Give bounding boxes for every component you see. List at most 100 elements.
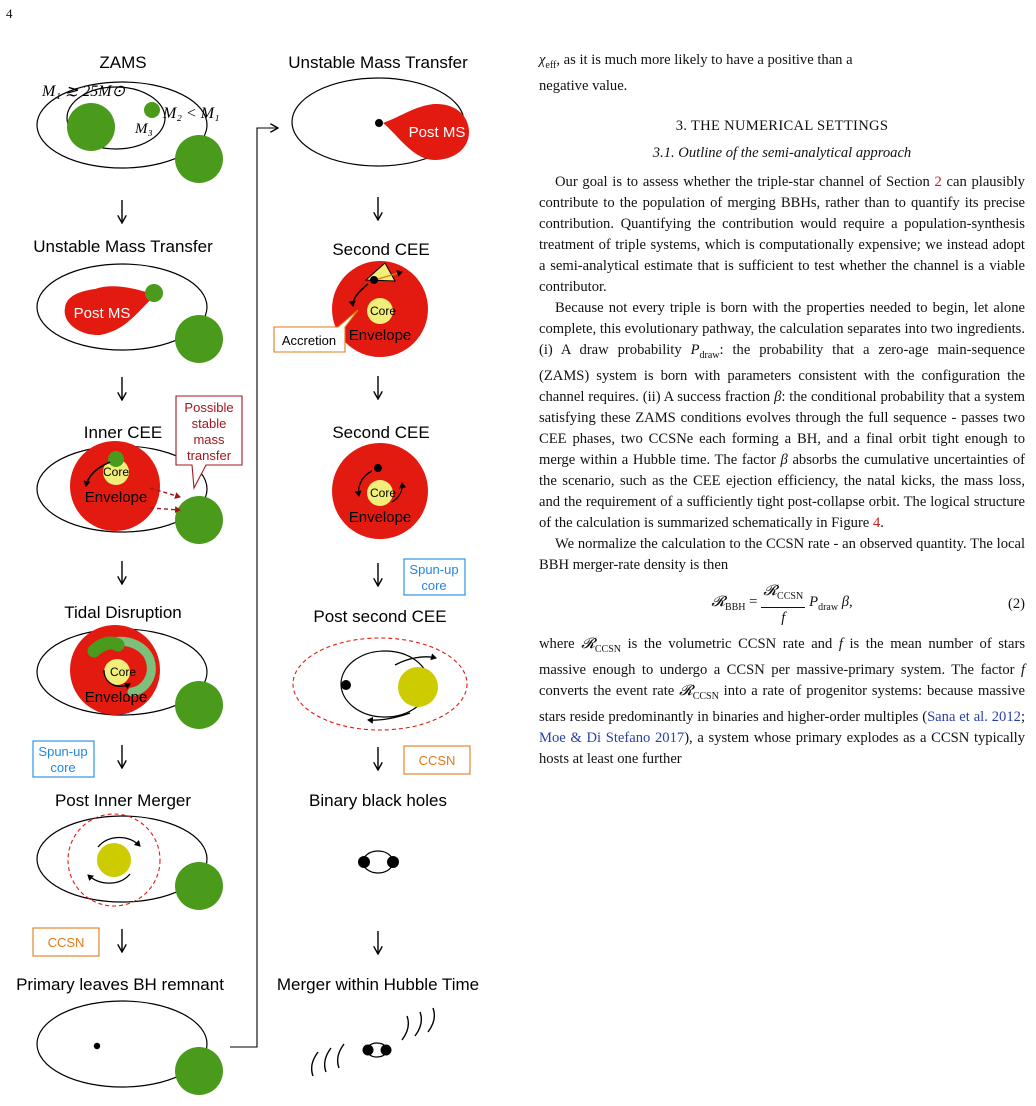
accretion-callout	[273, 309, 359, 353]
evolution-flowchart-figure: ZAMS M₁ ≳ 25M⊙ M₂ < M₁ M₃ Unstable Mass …	[16, 53, 479, 1095]
text-column: χeff, as it is much more likely to have …	[539, 50, 1025, 770]
paragraph-2: Because not every triple is born with th…	[539, 299, 1026, 531]
label-envelope: Envelope	[349, 509, 412, 526]
callout-line: stable	[192, 416, 227, 431]
intro-line: χeff, as it is much more likely to have …	[539, 52, 853, 71]
label-envelope: Envelope	[349, 327, 412, 344]
orbit-arrow	[394, 653, 437, 666]
stage-title-merger-hubble: Merger within Hubble Time	[277, 975, 479, 994]
badge-text: CCSN	[419, 753, 456, 768]
subsection-title: 3.1. Outline of the semi-analytical appr…	[652, 144, 912, 161]
bh-remnant	[341, 680, 351, 690]
tertiary-star	[175, 681, 223, 729]
stage-title-tidal-disruption: Tidal Disruption	[64, 603, 181, 622]
badge-line: core	[421, 578, 446, 593]
black-hole	[387, 856, 399, 868]
black-hole	[380, 1044, 392, 1056]
label-envelope: Envelope	[85, 489, 148, 506]
callout-line: transfer	[187, 448, 232, 463]
stable-transfer-stream	[149, 506, 181, 514]
bh-remnant	[93, 1042, 101, 1050]
primary-star	[67, 103, 115, 151]
spun-up-core-star	[398, 667, 438, 707]
orbit	[36, 815, 208, 903]
stage-title-primary-leaves-bh: Primary leaves BH remnant	[16, 975, 224, 994]
core	[367, 480, 393, 506]
tertiary-star	[175, 135, 223, 183]
stage-title-second-cee: Second CEE	[332, 240, 429, 259]
post-ms-star	[64, 286, 156, 336]
common-envelope	[70, 441, 160, 531]
tertiary-star	[175, 1047, 223, 1095]
label-core: Core	[370, 486, 396, 500]
paragraph-1: Our goal is to assess whether the triple…	[539, 173, 1025, 295]
spun-up-core-badge	[32, 740, 95, 778]
badge-line: Spun-up	[409, 562, 458, 577]
callout-line: Possible	[184, 400, 233, 415]
spun-up-core-badge	[403, 558, 466, 596]
spin-arrow	[87, 873, 131, 884]
badge-line: core	[50, 760, 75, 775]
label-m3: M₃	[134, 121, 153, 137]
label-m1: M₁ ≳ 25M⊙	[41, 83, 126, 100]
accretion-flow	[377, 270, 403, 280]
orbit	[36, 263, 208, 351]
disrupted-companion-stream	[87, 636, 125, 658]
merged-core	[97, 843, 131, 877]
stage-title-second-cee-2: Second CEE	[332, 423, 429, 442]
tertiary-star	[175, 862, 223, 910]
intro-line: negative value.	[539, 77, 628, 94]
stage-title-inner-cee: Inner CEE	[84, 423, 162, 442]
ccsn-badge	[32, 927, 100, 957]
outer-orbit	[36, 81, 208, 169]
label-accretion: Accretion	[282, 333, 336, 348]
orbit-arrow	[354, 470, 373, 497]
label-core: Core	[370, 304, 396, 318]
former-envelope-boundary	[292, 637, 468, 731]
figure-link[interactable]: 4	[872, 514, 881, 531]
secondary-star	[145, 284, 163, 302]
paragraph-4: where 𝓡CCSN is the volumetric CCSN rate …	[539, 635, 1026, 767]
column-connector	[230, 128, 277, 1048]
badge-line: Spun-up	[38, 744, 87, 759]
black-hole	[362, 1044, 374, 1056]
callout-stable-mass-transfer	[175, 395, 243, 490]
tertiary-star	[175, 496, 223, 544]
label-m2: M₂ < M₁	[162, 105, 220, 122]
page-number: 4	[6, 6, 13, 21]
former-envelope-boundary	[67, 813, 161, 907]
secondary-star	[144, 102, 160, 118]
stable-transfer-stream	[149, 487, 181, 499]
section-title: 3. THE NUMERICAL SETTINGS	[675, 117, 889, 134]
label-post-ms: Post MS	[409, 124, 466, 141]
citation-link[interactable]: Sana et al. 2012	[927, 708, 1021, 725]
callout-line: mass	[193, 432, 225, 447]
equation-number: (2)	[1007, 595, 1025, 612]
section-link[interactable]: 2	[934, 173, 942, 190]
spin-arrow	[97, 836, 141, 848]
label-core: Core	[103, 465, 129, 479]
gravitational-waves	[310, 1007, 436, 1077]
orbit-arrow	[348, 283, 369, 307]
paragraph-3: We normalize the calculation to the CCSN…	[539, 535, 1025, 573]
label-envelope: Envelope	[85, 689, 148, 706]
spin-arrow	[103, 669, 131, 690]
stage-title-binary-black-holes: Binary black holes	[309, 791, 447, 810]
orbit-arrow	[391, 482, 407, 503]
post-ms-star	[383, 103, 469, 160]
orbit-arrow	[367, 712, 411, 724]
bh-remnant	[375, 119, 383, 127]
ccsn-badge	[403, 745, 471, 775]
secondary-star	[108, 451, 124, 467]
bh-remnant	[370, 276, 378, 284]
tertiary-star	[175, 315, 223, 363]
core	[103, 459, 129, 485]
citation-link[interactable]: Moe & Di Stefano 2017	[539, 729, 685, 746]
inner-orbit	[66, 86, 166, 150]
stage-title-zams: ZAMS	[99, 53, 146, 72]
stage-title-post-inner-merger: Post Inner Merger	[55, 791, 191, 810]
label-post-ms: Post MS	[74, 305, 131, 322]
stage-title-unstable-mass-transfer-2: Unstable Mass Transfer	[288, 53, 468, 72]
label-core: Core	[110, 665, 136, 679]
